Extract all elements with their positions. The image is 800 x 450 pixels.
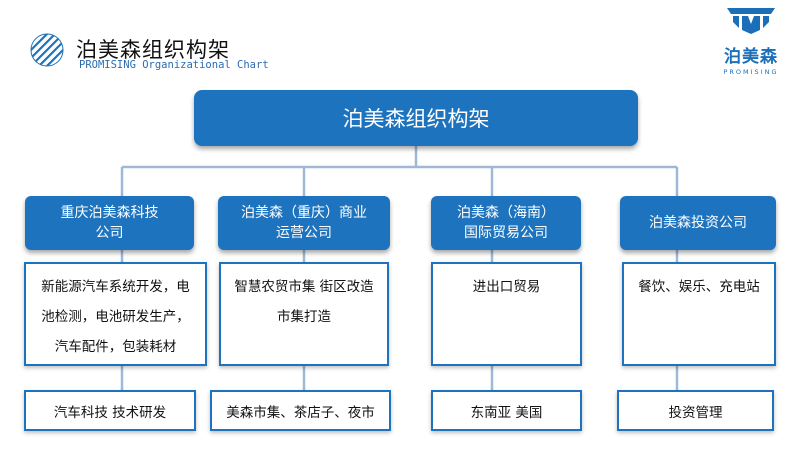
company-focus-box: 汽车科技 技术研发 [24, 390, 196, 431]
detail-line: 智慧农贸市集 街区改造 [234, 279, 374, 295]
company-focus-box: 美森市集、茶店子、夜市 [210, 390, 391, 431]
detail-line: 新能源汽车系统开发，电 [41, 279, 190, 295]
company-node-chongqing-commerce: 泊美森（重庆）商业 运营公司 [218, 196, 390, 250]
company-node-investment: 泊美森投资公司 [620, 196, 776, 250]
company-detail-box: 进出口贸易 [431, 262, 582, 366]
detail-line: 餐饮、娱乐、充电站 [638, 279, 760, 295]
brand-logo: 泊美森 PROMISING [718, 6, 784, 76]
company-detail-box: 新能源汽车系统开发，电 池检测，电池研发生产， 汽车配件，包装耗材 [24, 262, 207, 366]
brand-name: 泊美森 [724, 47, 778, 67]
company-focus-box: 东南亚 美国 [431, 390, 582, 431]
detail-line: 市集打造 [277, 309, 331, 325]
company-node-hainan-trade: 泊美森（海南） 国际贸易公司 [431, 196, 581, 250]
page-title: 泊美森组织构架 [76, 38, 230, 62]
detail-line: 进出口贸易 [472, 279, 541, 295]
detail-line: 汽车配件，包装耗材 [54, 339, 177, 355]
company-focus-box: 投资管理 [617, 390, 774, 431]
company-node-chongqing-tech: 重庆泊美森科技 公司 [25, 196, 194, 250]
logo-circle-icon [30, 33, 64, 67]
company-detail-box: 餐饮、娱乐、充电站 [622, 262, 776, 366]
brand-english: PROMISING [723, 68, 779, 76]
detail-line: 池检测，电池研发生产， [41, 309, 190, 325]
page-subtitle: PROMISING Organizational Chart [79, 59, 269, 71]
brand-mark-icon [727, 8, 775, 34]
org-root-node: 泊美森组织构架 [194, 90, 638, 146]
company-detail-box: 智慧农贸市集 街区改造 市集打造 [219, 262, 389, 366]
